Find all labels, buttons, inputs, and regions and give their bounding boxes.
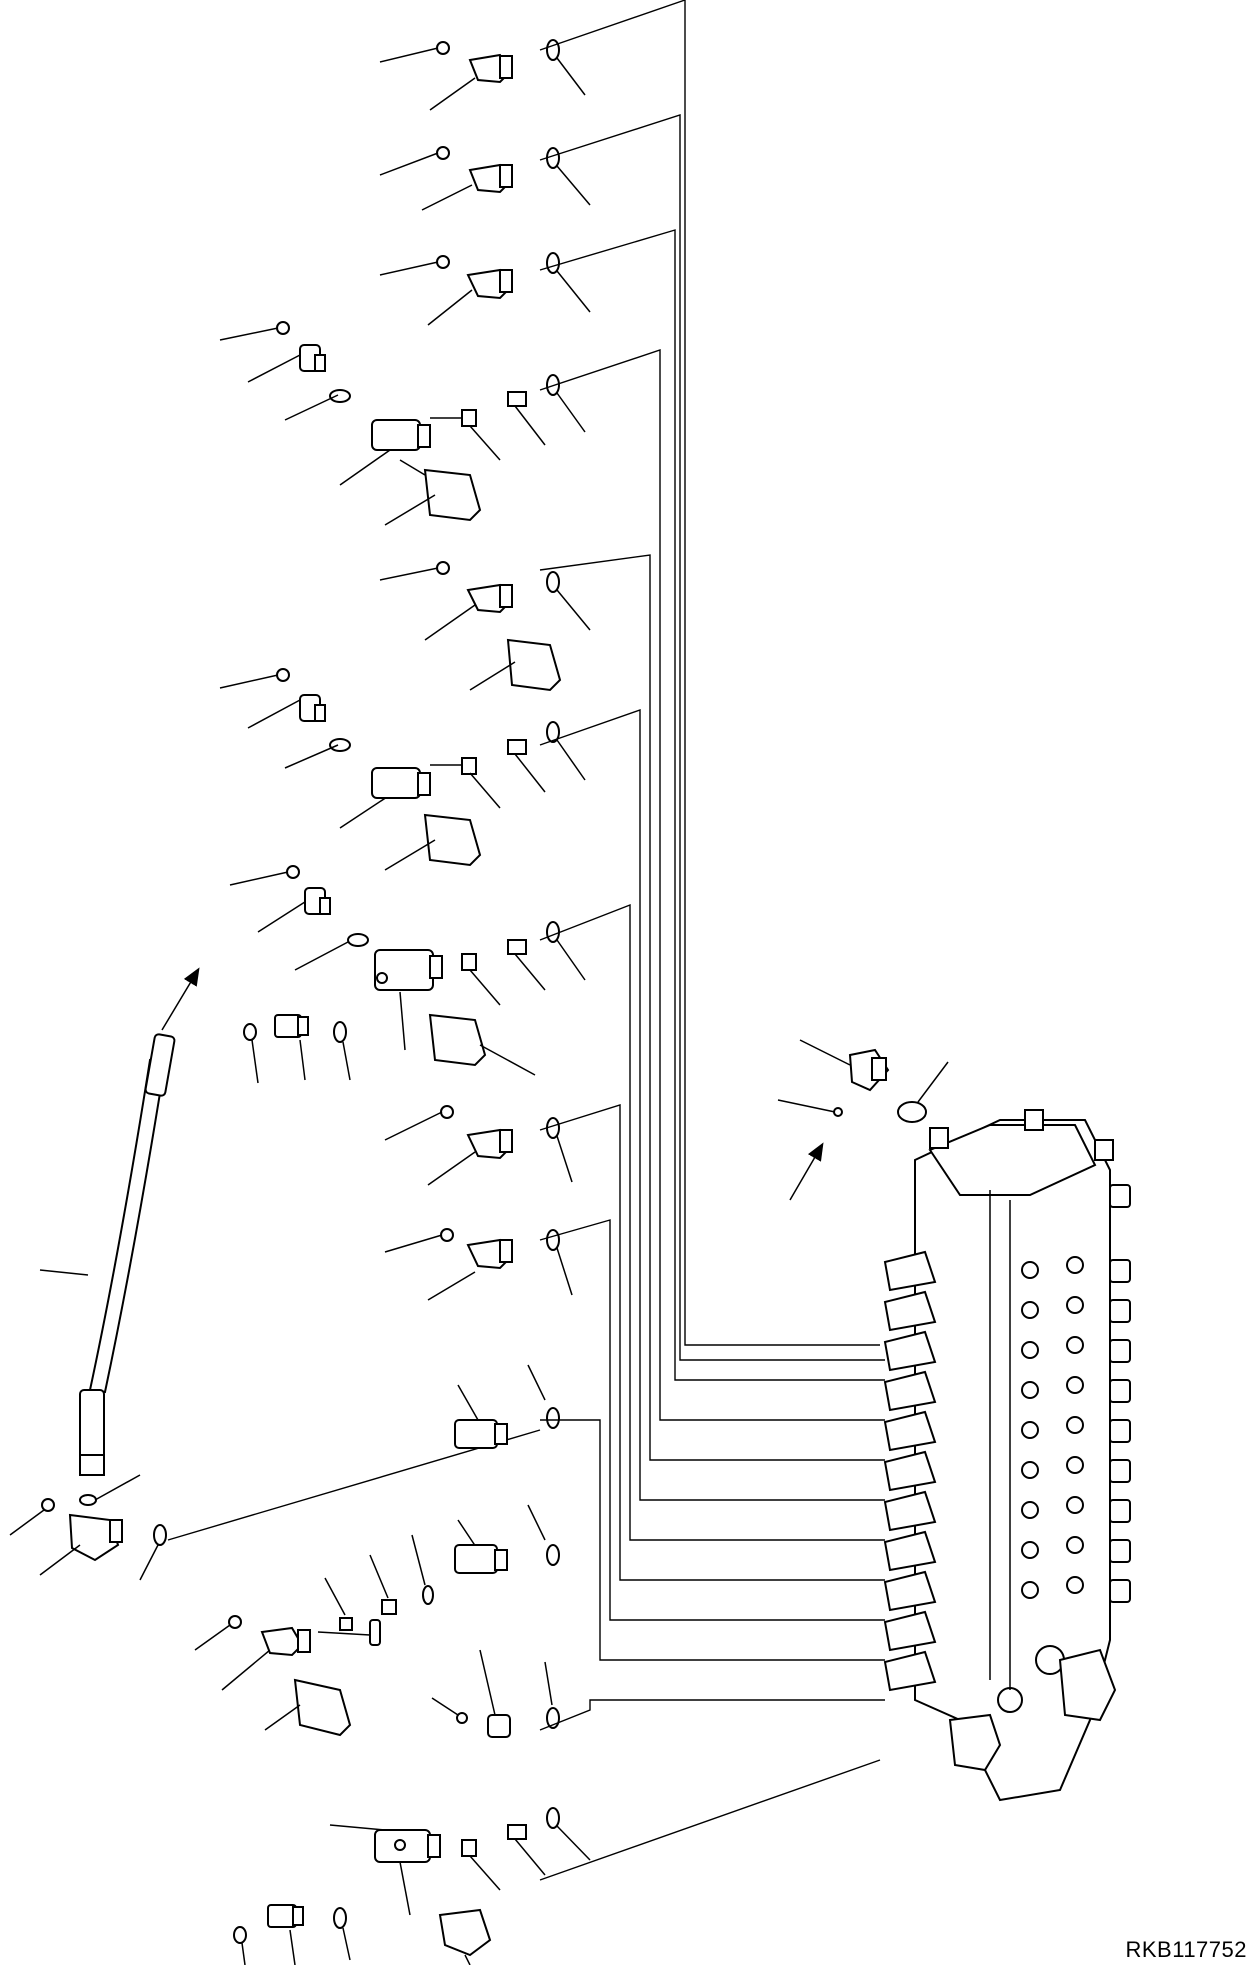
valve-front-caps: [883, 1250, 937, 1692]
tube-bundle: [167, 0, 885, 1881]
hose-assembly: [39, 967, 200, 1476]
valve-side-caps: [1109, 1184, 1131, 1603]
valve-face-ports: [997, 1256, 1093, 1713]
adapter-row-2: [324, 1504, 560, 1631]
sensor-tee-assembly-3: [229, 865, 586, 1084]
valve-top-elbow: [777, 1039, 949, 1201]
hose-elbow-assembly: [9, 1474, 167, 1581]
fitting-row-3: [379, 252, 591, 326]
bottom-tee-assembly: [233, 1619, 591, 1965]
fitting-row-8: [384, 1105, 573, 1186]
fitting-row-5: [379, 561, 591, 692]
fitting-row-2: [379, 146, 591, 211]
adapter-row-1: [454, 1364, 560, 1449]
sensor-tee-assembly-2: [219, 668, 586, 871]
drawing-reference-code: RKB117752: [1125, 1937, 1247, 1962]
control-valve-body: [883, 1109, 1131, 1802]
lower-sensor-assembly: [194, 1615, 560, 1738]
sensor-tee-assembly-1: [219, 321, 586, 526]
fitting-row-9: [384, 1228, 573, 1301]
fitting-row-1: [379, 39, 586, 111]
